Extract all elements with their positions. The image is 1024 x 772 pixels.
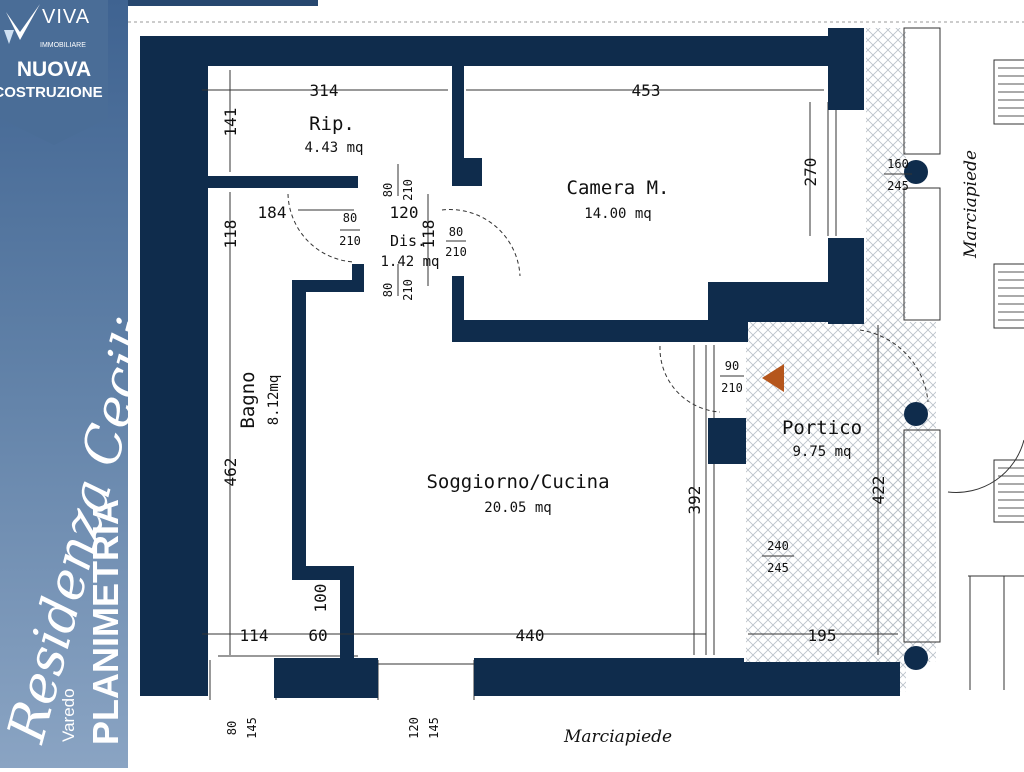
dim-bottom-60: 60: [308, 626, 327, 645]
dim-dis-118: 118: [419, 220, 438, 249]
dim-camera-height: 270: [801, 158, 820, 187]
room-name-portico: Portico: [782, 417, 862, 439]
door-h-4: 210: [401, 279, 415, 301]
door-label-dividers: [340, 164, 912, 557]
door-w-1: 80: [381, 183, 395, 197]
dim-camera-width: 453: [632, 81, 661, 100]
dim-dis-width: 120: [390, 203, 419, 222]
entrance-arrow-icon: [762, 364, 784, 392]
door-h-1: 210: [401, 179, 415, 201]
room-area-bagno: 8.12mq: [266, 375, 282, 426]
dim-bagno-height: 462: [221, 458, 240, 487]
dimension-labels: 314 453 184 120 114 60 440 195 141 118 1…: [221, 81, 888, 645]
room-areas: 4.43 mq 14.00 mq 1.42 mq 20.05 mq 9.75 m…: [266, 140, 852, 516]
dim-rip-width: 314: [310, 81, 339, 100]
door-h-3: 210: [445, 245, 467, 259]
street-labels: Marciapiede Marciapiede: [563, 150, 981, 747]
room-name-soggiorno: Soggiorno/Cucina: [426, 471, 609, 493]
sidebar-vertical-text: Residenza Cecilia Varedo PLANIMETRIA: [0, 282, 128, 749]
portico-columns: [904, 160, 928, 670]
badge-line2: COSTRUZIONE: [0, 84, 103, 101]
door-h-2: 210: [339, 234, 361, 248]
badge-shape: [0, 0, 108, 145]
window-h-2: 145: [427, 717, 441, 739]
room-name-camera: Camera M.: [567, 177, 670, 199]
room-name-rip: Rip.: [309, 113, 355, 135]
door-w-5: 90: [725, 359, 739, 373]
brand-name: VIVA: [42, 6, 91, 28]
window-w-2: 120: [407, 717, 421, 739]
door-w-7: 240: [767, 539, 789, 553]
window-w-1: 80: [225, 721, 239, 735]
door-w-3: 80: [449, 225, 463, 239]
door-h-5: 210: [721, 381, 743, 395]
room-area-rip: 4.43 mq: [304, 140, 363, 156]
room-area-camera: 14.00 mq: [584, 206, 651, 222]
floor-plan-drawing: Rip. Camera M. Dis. Soggiorno/Cucina Por…: [128, 0, 1024, 747]
room-area-soggiorno: 20.05 mq: [484, 500, 551, 516]
door-h-6: 245: [887, 179, 909, 193]
room-area-portico: 9.75 mq: [792, 444, 851, 460]
dim-portico-height: 422: [869, 476, 888, 505]
door-h-7: 245: [767, 561, 789, 575]
dim-bottom-440: 440: [516, 626, 545, 645]
room-name-bagno: Bagno: [237, 371, 259, 428]
dim-bottom-114: 114: [240, 626, 269, 645]
street-label-right: Marciapiede: [961, 150, 981, 259]
door-swings: [287, 193, 1024, 493]
dimension-lines: [202, 70, 898, 655]
portico-floor: [746, 28, 936, 692]
door-w-4: 80: [381, 283, 395, 297]
room-name-dis: Dis.: [390, 232, 426, 250]
brand-tagline: IMMOBILIARE: [40, 42, 86, 49]
door-labels: 80 210 80 210 80 210 80 210 90 210 160 2…: [225, 157, 909, 739]
street-label-bottom: Marciapiede: [563, 727, 672, 747]
dim-bagno-top: 184: [258, 203, 287, 222]
dim-bagno-118: 118: [221, 220, 240, 249]
dim-soggiorno-height: 392: [685, 486, 704, 515]
room-area-dis: 1.42 mq: [380, 254, 439, 270]
walls: [140, 28, 900, 698]
city-name: Varedo: [59, 688, 78, 742]
header-strip: [128, 0, 318, 6]
room-labels: Rip. Camera M. Dis. Soggiorno/Cucina Por…: [237, 113, 862, 493]
dim-bottom-195: 195: [808, 626, 837, 645]
dim-rip-height: 141: [221, 108, 240, 137]
badge-line1: NUOVA: [16, 58, 92, 81]
door-w-6: 160: [887, 157, 909, 171]
right-vents: [998, 67, 1024, 517]
dim-wall-100: 100: [311, 584, 330, 613]
floor-plan: Rip. Camera M. Dis. Soggiorno/Cucina Por…: [128, 0, 1024, 768]
window-h-1: 145: [245, 717, 259, 739]
brand-sidebar: VIVA IMMOBILIARE NUOVA COSTRUZIONE Resid…: [0, 0, 128, 768]
door-w-2: 80: [343, 211, 357, 225]
new-construction-badge: VIVA IMMOBILIARE NUOVA COSTRUZIONE: [0, 0, 108, 145]
viva-logo-icon: [4, 4, 40, 44]
section-title: PLANIMETRIA: [85, 499, 126, 745]
